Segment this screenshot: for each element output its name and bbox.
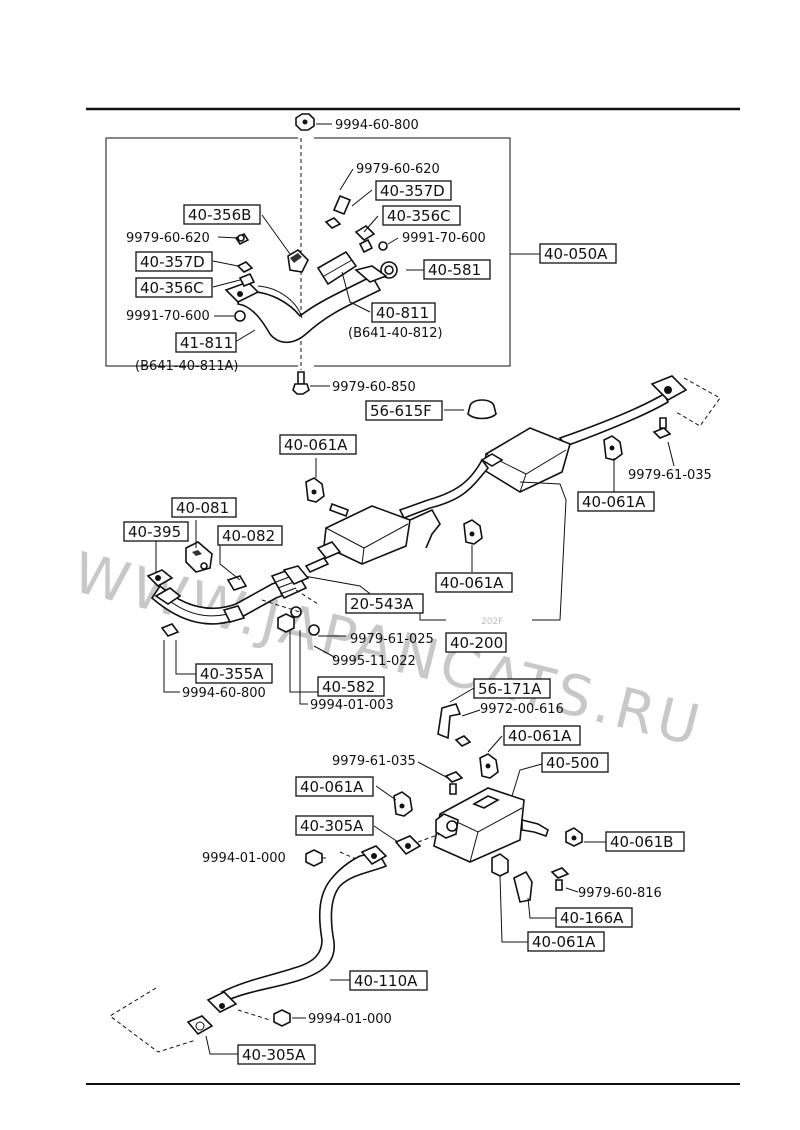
part-label: 40-581 bbox=[428, 261, 481, 279]
rubber-mount bbox=[467, 399, 497, 420]
part-label: 40-061A bbox=[300, 778, 364, 796]
part-label: 9979-60-620 bbox=[356, 162, 440, 177]
part-label: 40-082 bbox=[222, 527, 275, 545]
part-label: 56-171A bbox=[478, 680, 542, 698]
rear-pipe-group: 40-110A 9994-01-000 40-305A bbox=[109, 845, 428, 1065]
part-label: 40-061A bbox=[508, 727, 572, 745]
part-label: 40-050A bbox=[544, 245, 608, 263]
watermark-small: 202F bbox=[481, 617, 503, 627]
part-label: 40-110A bbox=[354, 972, 418, 990]
part-label: 9994-01-000 bbox=[308, 1012, 392, 1027]
center-pipe-group: 56-615F 40-061A 9979-61-035 40-061A 40-0… bbox=[279, 375, 721, 653]
part-label: 9979-60-816 bbox=[578, 886, 662, 901]
part-label: 9979-60-620 bbox=[126, 231, 210, 246]
front-pipe-group: 9994-60-800 bbox=[105, 113, 617, 374]
part-label: 40-582 bbox=[322, 678, 375, 696]
part-label: 9995-11-022 bbox=[332, 654, 416, 669]
part-label: 40-061A bbox=[532, 933, 596, 951]
part-label: 9979-60-850 bbox=[332, 380, 416, 395]
bolt-group: 9979-60-850 bbox=[292, 371, 416, 395]
part-label: 40-357D bbox=[140, 253, 205, 271]
part-label: 40-356C bbox=[140, 279, 204, 297]
rear-muffler bbox=[433, 787, 525, 863]
bolt-icon bbox=[297, 371, 305, 385]
clamp-bracket bbox=[287, 248, 309, 273]
part-label: 40-305A bbox=[242, 1046, 306, 1064]
part-label: 40-356C bbox=[387, 207, 451, 225]
part-label: 9979-61-035 bbox=[628, 468, 712, 483]
part-label: 9994-01-000 bbox=[202, 851, 286, 866]
part-label: (B641-40-811A) bbox=[135, 359, 239, 374]
part-label: 40-061A bbox=[284, 436, 348, 454]
part-label: 41-811 bbox=[180, 334, 233, 352]
part-label: 40-061A bbox=[582, 493, 646, 511]
part-label: 40-200 bbox=[450, 634, 503, 652]
part-label: 40-166A bbox=[560, 909, 624, 927]
part-label: 40-061A bbox=[440, 574, 504, 592]
center-pipe bbox=[558, 392, 670, 447]
part-label: 40-500 bbox=[546, 754, 599, 772]
part-label: (B641-40-812) bbox=[348, 326, 443, 341]
part-label: 40-357D bbox=[380, 182, 445, 200]
part-label: 40-811 bbox=[376, 304, 429, 322]
flex-pipe-group: 40-081 40-395 40-082 9979-61-025 9995-11… bbox=[123, 497, 434, 713]
part-label: 9991-70-600 bbox=[402, 231, 486, 246]
part-label: 40-395 bbox=[128, 523, 181, 541]
part-label: 9991-70-600 bbox=[126, 309, 210, 324]
part-label: 9994-60-800 bbox=[335, 118, 419, 133]
part-label: 56-615F bbox=[370, 402, 432, 420]
part-label: 20-543A bbox=[350, 595, 414, 613]
part-label: 40-356B bbox=[188, 206, 251, 224]
part-label: 40-081 bbox=[176, 499, 229, 517]
part-label: 9972-00-616 bbox=[480, 702, 564, 717]
part-label: 9979-61-035 bbox=[332, 754, 416, 769]
part-label: 9994-01-003 bbox=[310, 698, 394, 713]
resonator bbox=[323, 505, 411, 565]
rear-muffler-group: 56-171A 9972-00-616 40-061A 9979-61-035 … bbox=[202, 678, 685, 952]
hanger-bracket bbox=[437, 703, 462, 740]
part-label: 40-305A bbox=[300, 817, 364, 835]
part-label: 9979-61-025 bbox=[350, 632, 434, 647]
part-label: 40-355A bbox=[200, 665, 264, 683]
part-label: 40-061B bbox=[610, 833, 673, 851]
part-label: 9994-60-800 bbox=[182, 686, 266, 701]
